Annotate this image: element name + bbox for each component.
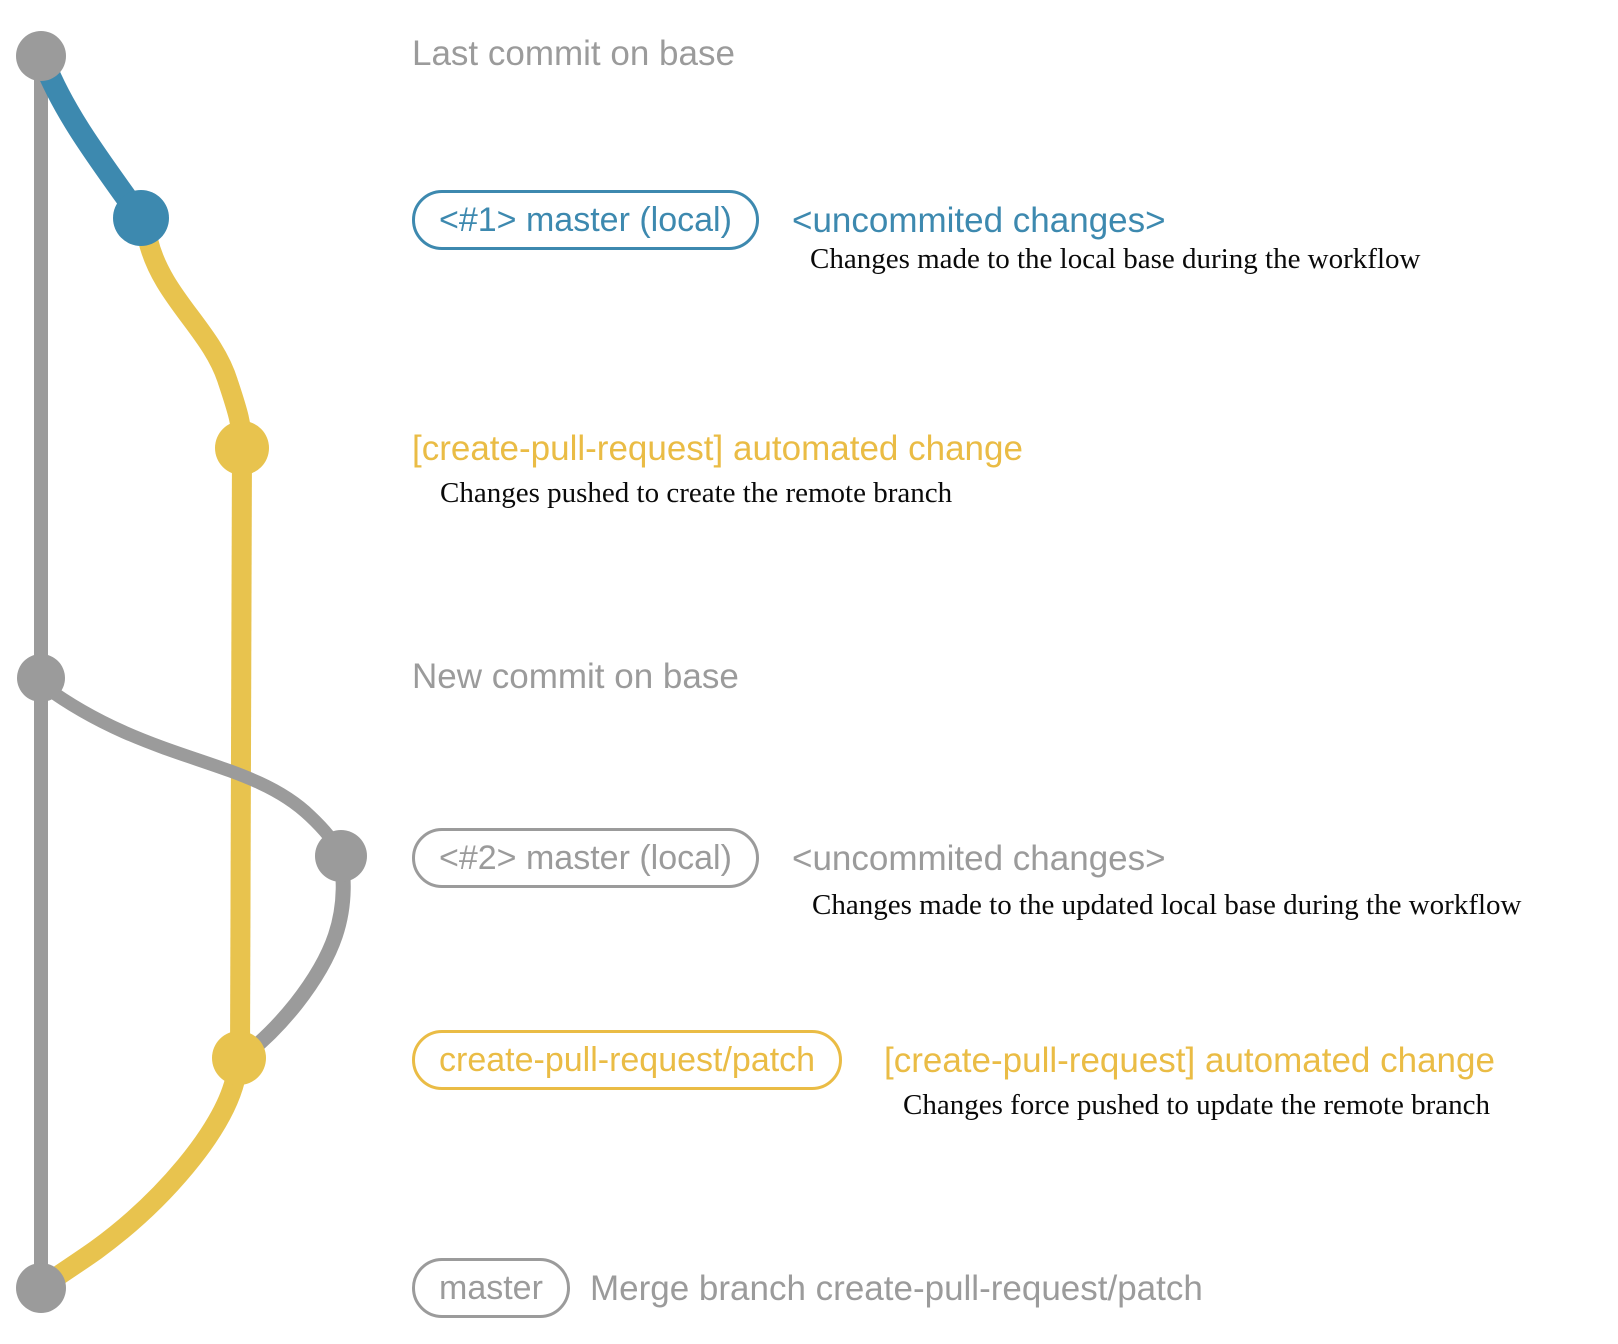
patch-branch-create-curve [138,230,252,456]
new-commit-label: New commit on base [412,657,739,696]
patch-branch-merge-curve [33,1070,245,1297]
commit-node-remote-push-1 [215,421,269,475]
updated-local-branch-curve [37,679,348,861]
automated-change-1-heading: [create-pull-request] automated change [412,429,1023,468]
commit-node-local-2 [315,830,367,882]
patch-branch-line [230,445,252,1059]
badge-create-pull-request-patch-text: create-pull-request/patch [439,1041,816,1079]
badge-master: master [412,1258,570,1318]
automated-change-2-description: Changes force pushed to update the remot… [903,1089,1491,1121]
uncommitted-changes-2-description: Changes made to the updated local base d… [812,889,1522,921]
badge-master-local-2-text: <#2> master (local) [439,839,732,877]
commit-node-last-base [16,31,66,81]
force-push-curve [242,850,351,1059]
uncommitted-changes-1-description: Changes made to the local base during th… [810,243,1421,275]
badge-master-text: master [439,1269,543,1307]
merge-commit-label: Merge branch create-pull-request/patch [590,1269,1203,1308]
badge-master-local-1-text: <#1> master (local) [439,201,732,239]
commit-node-remote-push-2 [212,1031,266,1085]
commit-node-merge [16,1263,66,1313]
commit-node-new-base [17,654,65,702]
git-graph [16,31,367,1313]
local-master-branch-curve [33,51,139,211]
badge-master-local-1: <#1> master (local) [412,190,759,250]
automated-change-1-description: Changes pushed to create the remote bran… [440,477,953,509]
badge-create-pull-request-patch: create-pull-request/patch [412,1030,843,1090]
commit-node-local-1 [113,190,169,246]
uncommitted-changes-2-heading: <uncommited changes> [792,839,1166,878]
badge-master-local-2: <#2> master (local) [412,828,759,888]
uncommitted-changes-1-heading: <uncommited changes> [792,201,1166,240]
automated-change-2-heading: [create-pull-request] automated change [884,1041,1495,1080]
last-commit-label: Last commit on base [412,34,735,73]
